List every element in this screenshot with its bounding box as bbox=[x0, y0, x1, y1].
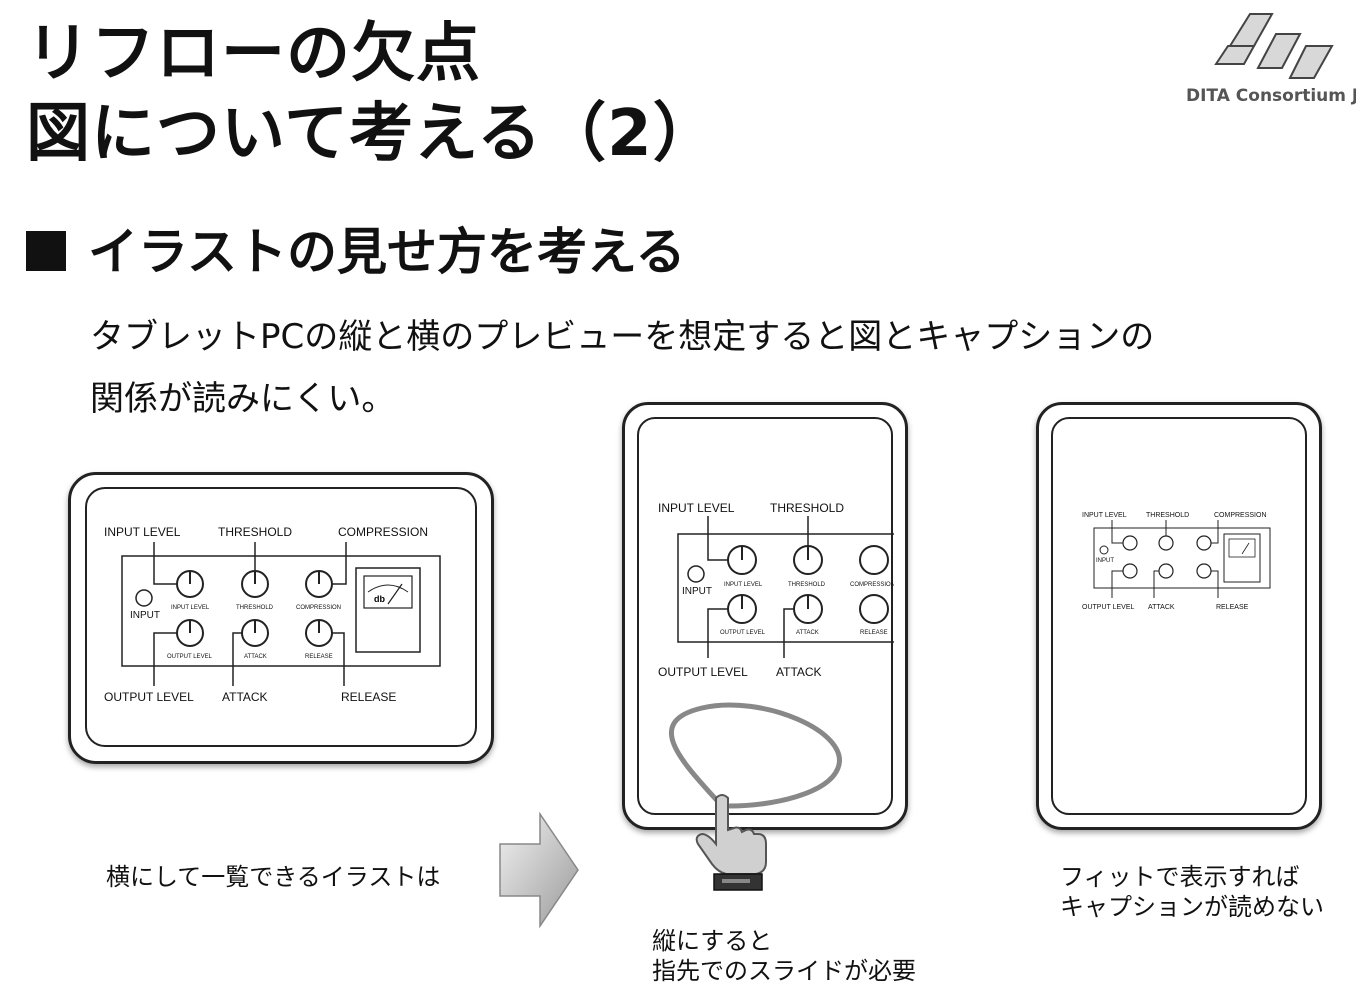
square-bullet-icon bbox=[26, 231, 66, 271]
swipe-gesture-path bbox=[668, 702, 842, 809]
small-label-output-level: OUTPUT LEVEL bbox=[167, 654, 213, 660]
landscape-control-panel: INPUT LEVEL THRESHOLD COMPRESSION INPUT … bbox=[104, 525, 441, 704]
label-threshold: THRESHOLD bbox=[218, 525, 292, 539]
logo-text: DITA Consortium Jap bbox=[1186, 86, 1356, 106]
page-title: リフローの欠点 図について考える（2） bbox=[26, 14, 718, 174]
portrait-control-panel: INPUT LEVEL THRESHOLD INPUT INPUT LEVEL … bbox=[658, 501, 895, 809]
description-line-1: タブレットPCの縦と横のプレビューを想定すると図とキャプションの bbox=[90, 317, 1155, 357]
section-heading: イラストの見せ方を考える bbox=[26, 222, 686, 282]
fit-label-release: RELEASE bbox=[1216, 604, 1249, 611]
fit-tablet bbox=[1036, 402, 1322, 830]
small-label-input-level: INPUT LEVEL bbox=[171, 605, 210, 611]
label-attack: ATTACK bbox=[222, 690, 268, 704]
landscape-tablet bbox=[68, 472, 494, 764]
fit-label-threshold: THRESHOLD bbox=[1146, 512, 1189, 519]
title-line-2: 図について考える（2） bbox=[26, 97, 718, 171]
label-release: RELEASE bbox=[341, 690, 396, 704]
portrait-small-input-level: INPUT LEVEL bbox=[724, 582, 763, 588]
portrait-small-threshold: THRESHOLD bbox=[788, 582, 826, 588]
label-input-level: INPUT LEVEL bbox=[104, 525, 181, 539]
fit-label-output-level: OUTPUT LEVEL bbox=[1082, 604, 1134, 611]
caption-portrait-line-1: 縦にすると bbox=[652, 927, 773, 955]
description: タブレットPCの縦と横のプレビューを想定すると図とキャプションの 関係が読みにく… bbox=[90, 306, 1330, 430]
label-input: INPUT bbox=[130, 610, 160, 621]
fit-label-input-level: INPUT LEVEL bbox=[1082, 512, 1127, 519]
caption-landscape: 横にして一覧できるイラストは bbox=[106, 863, 441, 891]
small-label-threshold: THRESHOLD bbox=[236, 605, 274, 611]
small-label-compression: COMPRESSION bbox=[296, 605, 341, 611]
caption-fit: フィットで表示すれば キャプションが読めない bbox=[1060, 862, 1324, 922]
label-compression: COMPRESSION bbox=[338, 525, 428, 539]
portrait-label-threshold: THRESHOLD bbox=[770, 501, 844, 515]
portrait-label-output-level: OUTPUT LEVEL bbox=[658, 665, 748, 679]
portrait-label-input: INPUT bbox=[682, 586, 712, 597]
small-label-attack: ATTACK bbox=[244, 654, 267, 660]
portrait-label-input-level: INPUT LEVEL bbox=[658, 501, 735, 515]
meter-label: db bbox=[374, 594, 385, 604]
portrait-small-compression: COMPRESSION bbox=[850, 582, 895, 588]
fit-label-compression: COMPRESSION bbox=[1214, 512, 1267, 519]
caption-portrait: 縦にすると 指先でのスライドが必要 bbox=[652, 926, 916, 986]
dita-logo-icon bbox=[1214, 13, 1334, 79]
label-output-level: OUTPUT LEVEL bbox=[104, 690, 194, 704]
fit-label-attack: ATTACK bbox=[1148, 604, 1175, 611]
title-line-1: リフローの欠点 bbox=[26, 17, 481, 91]
portrait-label-attack: ATTACK bbox=[776, 665, 822, 679]
fit-label-input: INPUT bbox=[1096, 558, 1114, 564]
pointing-hand-icon bbox=[695, 794, 767, 891]
portrait-tablet bbox=[622, 402, 908, 830]
caption-fit-line-1: フィットで表示すれば bbox=[1060, 863, 1300, 891]
description-line-2: 関係が読みにくい。 bbox=[90, 379, 396, 419]
small-label-release: RELEASE bbox=[305, 654, 333, 660]
section-heading-text: イラストの見せ方を考える bbox=[88, 223, 686, 281]
caption-portrait-line-2: 指先でのスライドが必要 bbox=[652, 957, 916, 985]
caption-fit-line-2: キャプションが読めない bbox=[1060, 893, 1324, 921]
portrait-small-attack: ATTACK bbox=[796, 630, 819, 636]
portrait-small-release: RELEASE bbox=[860, 630, 888, 636]
portrait-small-output-level: OUTPUT LEVEL bbox=[720, 630, 766, 636]
fit-control-panel: INPUT LEVEL THRESHOLD COMPRESSION INPUT … bbox=[1082, 512, 1271, 611]
right-arrow-icon bbox=[499, 812, 579, 929]
